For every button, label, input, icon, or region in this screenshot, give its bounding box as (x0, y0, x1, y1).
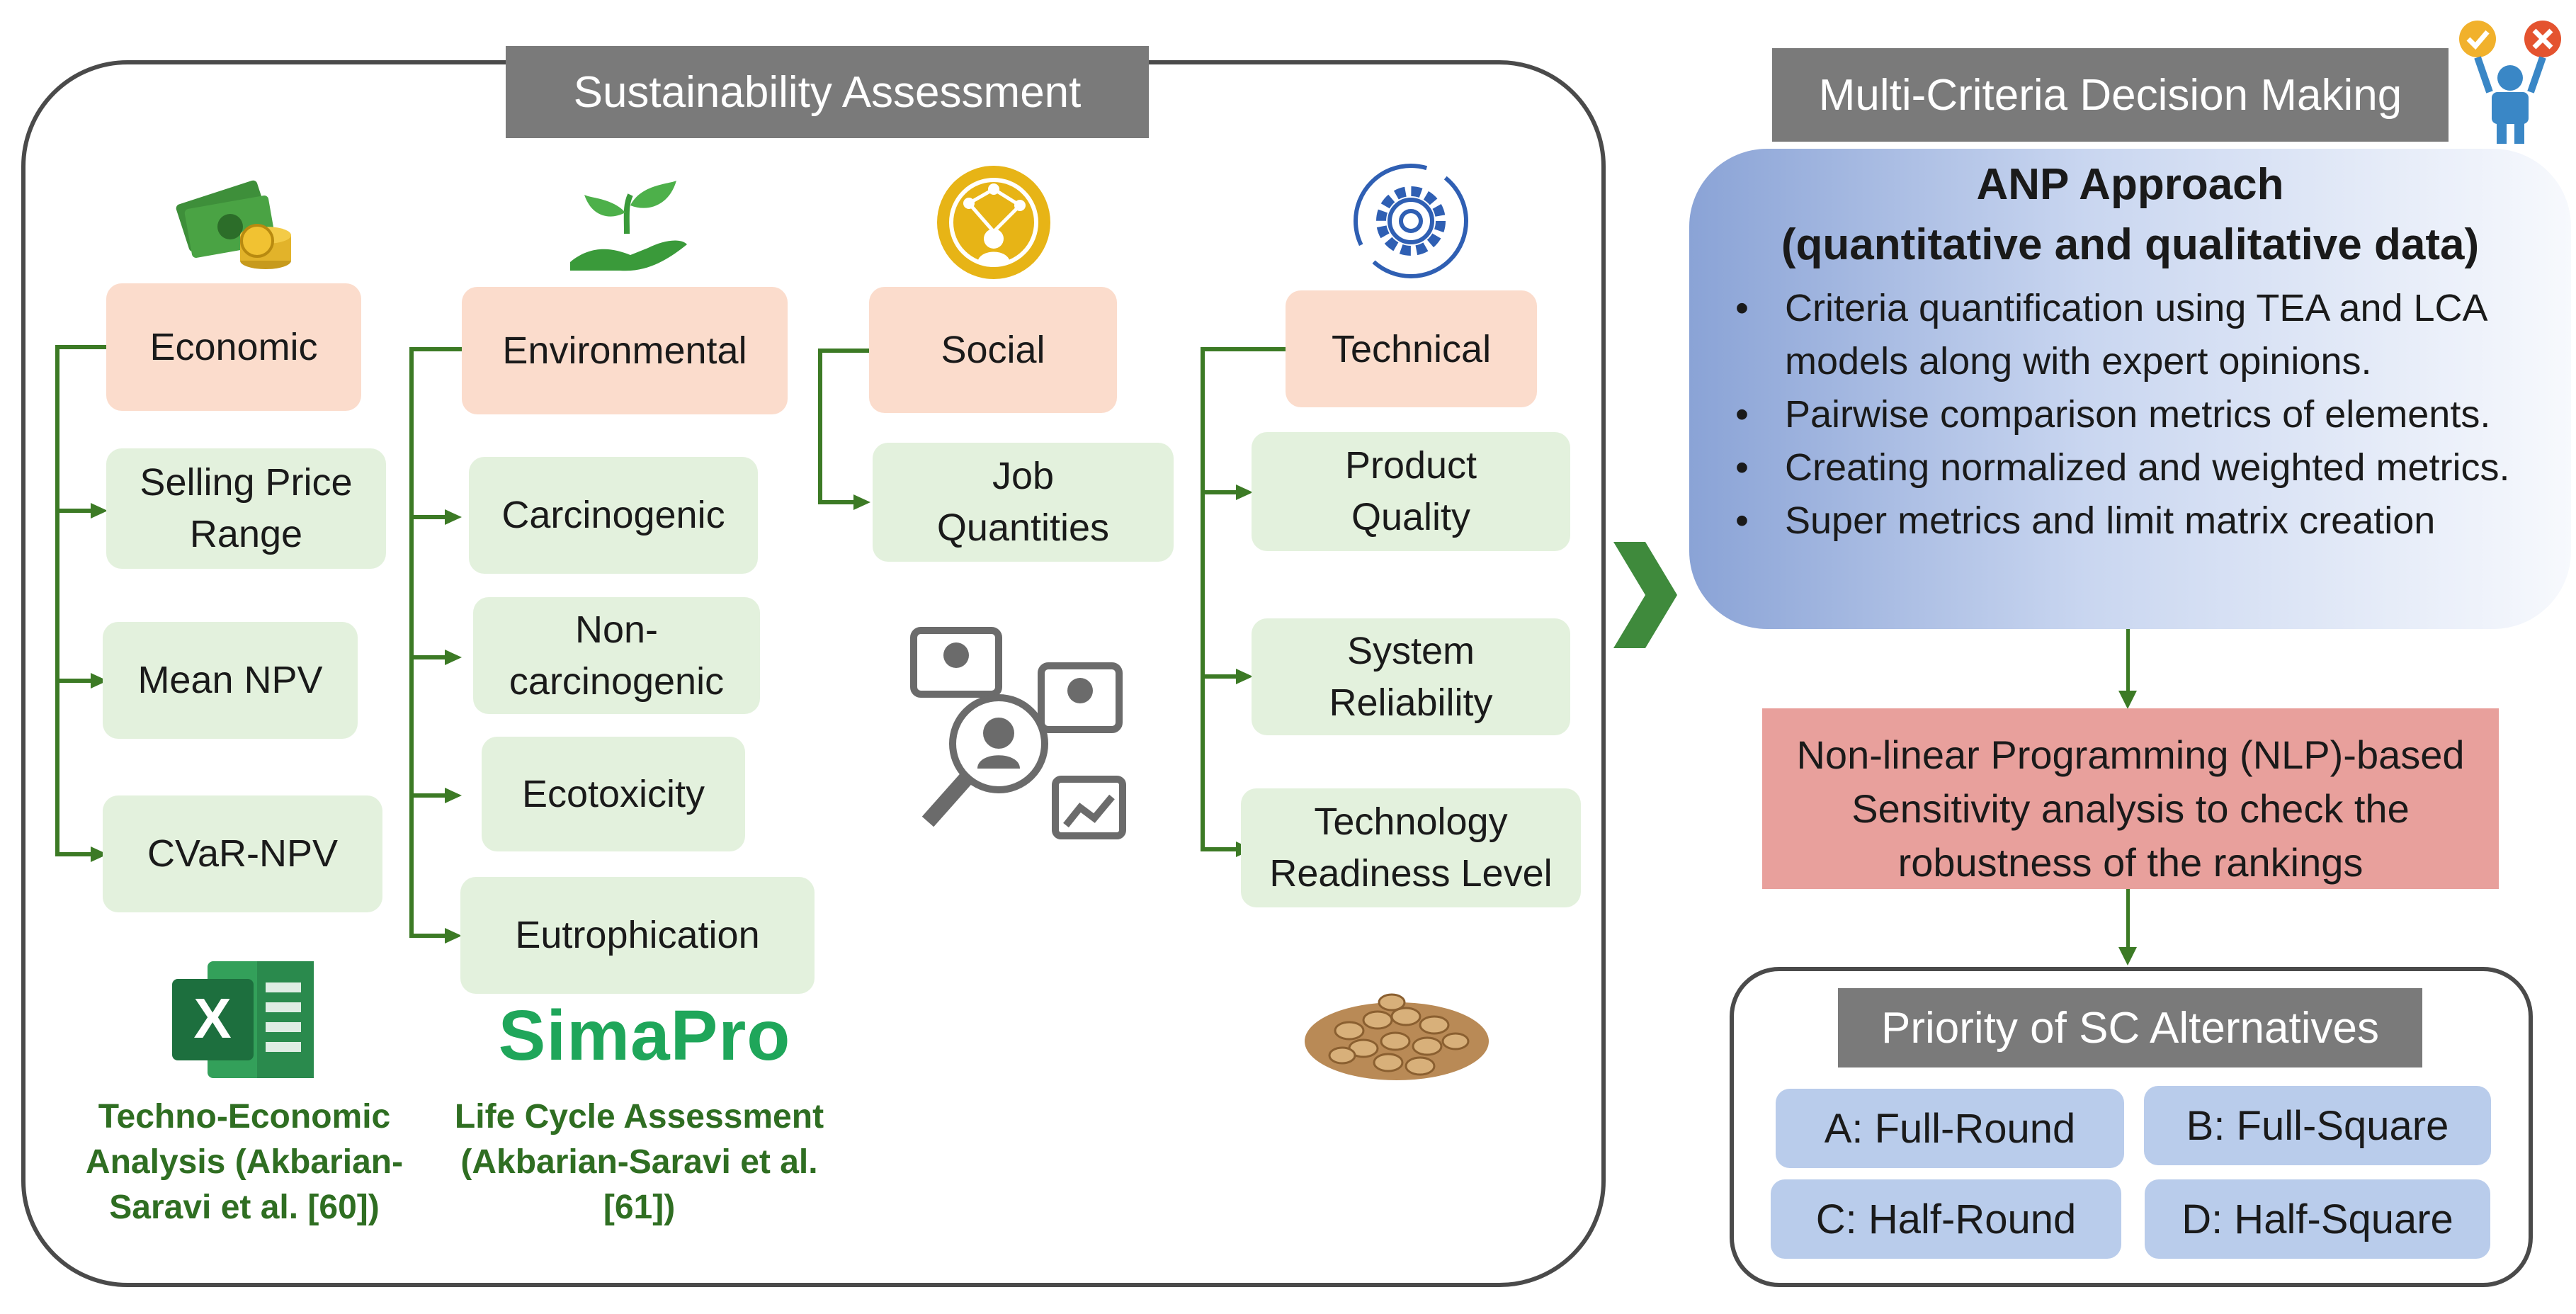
technical-connector-vertical (1201, 347, 1205, 851)
gear-icon (1354, 164, 1468, 278)
environmental-connector-h3 (409, 793, 446, 798)
environmental-connector-h1 (409, 515, 446, 519)
technical-item-trl: Technology Readiness Level (1241, 788, 1581, 907)
technical-arrow-2 (1236, 669, 1253, 684)
anp-criteria-list: Criteria quantification using TEA and LC… (1721, 282, 2568, 548)
nlp-text: Non-linear Programming (NLP)-based Sensi… (1796, 732, 2465, 885)
environmental-connector-h2 (409, 655, 446, 659)
nlp-box (1762, 708, 2499, 889)
anp-to-nlp-arrow (2118, 691, 2137, 709)
environmental-item-ecotoxicity: Ecotoxicity (482, 737, 745, 851)
excel-letter: X (193, 987, 231, 1050)
environmental-arrow-1 (445, 509, 462, 525)
economic-connector-h2 (55, 679, 92, 683)
sustainability-title: Sustainability Assessment (506, 46, 1149, 138)
social-connector-top (818, 349, 869, 353)
technical-item-product-quality: Product Quality (1252, 432, 1570, 551)
social-arrow-1 (853, 494, 870, 510)
anp-bullet-3: Creating normalized and weighted metrics… (1721, 441, 2568, 494)
anp-title-line1: ANP Approach (1976, 160, 2284, 209)
chevron-right-icon (1613, 542, 1677, 648)
environmental-header: Environmental (462, 287, 788, 414)
plant-hand-icon (570, 181, 687, 271)
tea-caption: Techno-Economic Analysis (Akbarian- Sara… (85, 1098, 404, 1226)
environmental-item-eutrophication: Eutrophication (460, 877, 815, 994)
anp-bullet-4: Super metrics and limit matrix creation (1721, 494, 2568, 548)
anp-title-line2: (quantitative and qualitative data) (1781, 220, 2480, 269)
excel-icon: X (172, 961, 314, 1078)
money-icon (176, 180, 291, 269)
technical-connector-h2 (1201, 674, 1237, 679)
economic-arrow-1 (91, 503, 108, 519)
economic-connector-h3 (55, 852, 92, 856)
lca-caption: Life Cycle Assessment (Akbarian-Saravi e… (454, 1098, 824, 1226)
technical-connector-top (1201, 347, 1286, 351)
anp-bullet-1: Criteria quantification using TEA and LC… (1721, 282, 2568, 388)
social-connector-vertical (818, 349, 822, 504)
environmental-arrow-3 (445, 788, 462, 803)
technical-arrow-1 (1236, 485, 1253, 500)
environmental-arrow-2 (445, 650, 462, 665)
social-header: Social (869, 287, 1117, 413)
economic-item-selling-price: Selling Price Range (106, 448, 386, 569)
people-search-icon (910, 627, 1126, 839)
economic-connector-top (55, 345, 106, 349)
nlp-to-priority-arrow (2118, 947, 2137, 965)
priority-title: Priority of SC Alternatives (1838, 988, 2422, 1067)
environmental-connector-vertical (409, 347, 414, 938)
technical-connector-h1 (1201, 490, 1237, 494)
economic-header: Economic (106, 283, 361, 411)
technical-header: Technical (1286, 290, 1537, 407)
anp-bullet-2: Pairwise comparison metrics of elements. (1721, 388, 2568, 441)
environmental-arrow-4 (445, 928, 462, 944)
environmental-connector-h4 (409, 934, 446, 938)
economic-item-cvar-npv: CVaR-NPV (103, 795, 382, 912)
simapro-logo: SimaPro (498, 996, 791, 1075)
decision-person-icon (2459, 21, 2561, 144)
social-item-job-quantities: Job Quantities (873, 443, 1174, 562)
alternative-a: A: Full-Round (1776, 1089, 2124, 1168)
social-connector-h1 (818, 500, 855, 504)
economic-connector-vertical (55, 345, 59, 856)
alternative-c: C: Half-Round (1771, 1179, 2121, 1259)
environmental-connector-top (409, 347, 462, 351)
mcdm-title: Multi-Criteria Decision Making (1772, 48, 2449, 142)
economic-connector-h1 (55, 509, 92, 513)
environmental-item-carcinogenic: Carcinogenic (469, 457, 758, 574)
social-network-icon (937, 166, 1050, 279)
pellets-icon (1305, 993, 1489, 1080)
technical-connector-h3 (1201, 847, 1237, 851)
alternative-b: B: Full-Square (2144, 1086, 2491, 1165)
technical-item-system-reliability: System Reliability (1252, 618, 1570, 735)
economic-item-mean-npv: Mean NPV (103, 622, 358, 739)
alternative-d: D: Half-Square (2145, 1179, 2490, 1259)
environmental-item-non-carcinogenic: Non- carcinogenic (473, 597, 760, 714)
anp-to-nlp-line (2126, 629, 2130, 696)
nlp-to-priority-line (2126, 889, 2130, 953)
